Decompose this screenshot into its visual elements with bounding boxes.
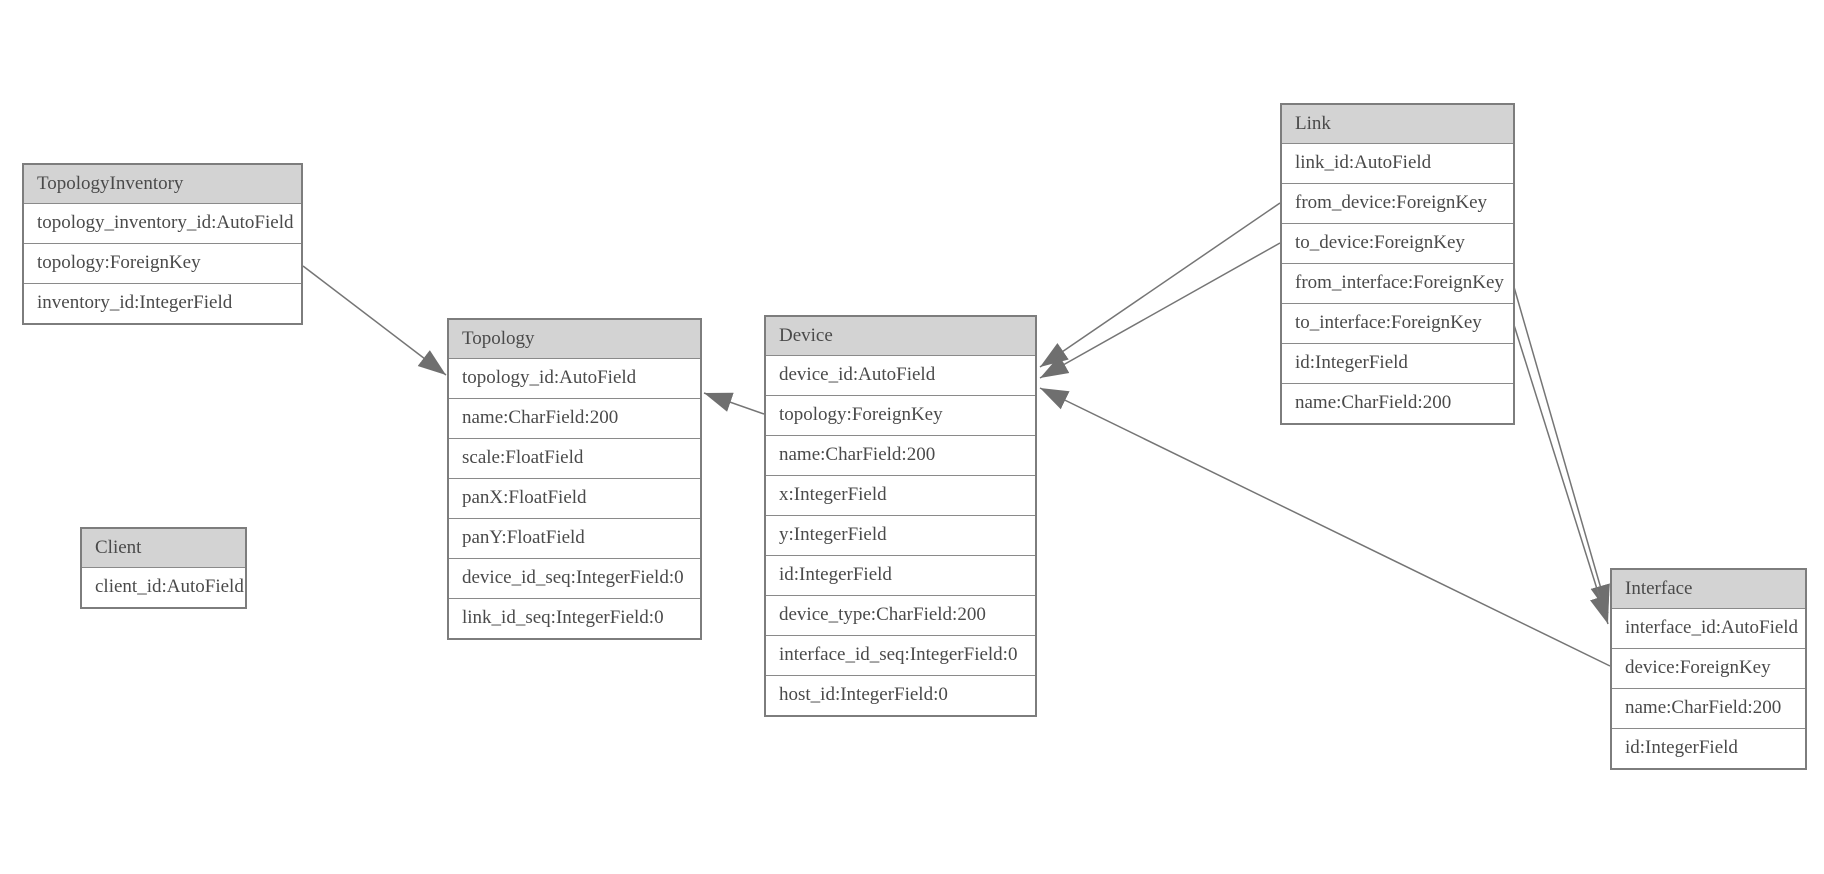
field-row: device_type:CharField:200 — [766, 595, 1035, 635]
field-row: device_id:AutoField — [766, 355, 1035, 395]
entity-topology: Topology topology_id:AutoField name:Char… — [447, 318, 702, 640]
field-row: link_id:AutoField — [1282, 143, 1513, 183]
entity-device-title: Device — [766, 317, 1035, 355]
entity-interface: Interface interface_id:AutoField device:… — [1610, 568, 1807, 770]
entity-device: Device device_id:AutoField topology:Fore… — [764, 315, 1037, 717]
entity-client: Client client_id:AutoField — [80, 527, 247, 609]
field-row: topology_inventory_id:AutoField — [24, 203, 301, 243]
field-row: from_device:ForeignKey — [1282, 183, 1513, 223]
entity-link-title: Link — [1282, 105, 1513, 143]
edge-topologyinventory-topology — [302, 265, 447, 376]
field-row: topology_id:AutoField — [449, 358, 700, 398]
field-row: id:IntegerField — [1612, 728, 1805, 768]
field-row: link_id_seq:IntegerField:0 — [449, 598, 700, 638]
field-row: to_device:ForeignKey — [1282, 223, 1513, 263]
field-row: interface_id:AutoField — [1612, 608, 1805, 648]
field-row: to_interface:ForeignKey — [1282, 303, 1513, 343]
field-row: host_id:IntegerField:0 — [766, 675, 1035, 715]
field-row: topology:ForeignKey — [24, 243, 301, 283]
edge-device-topology — [703, 392, 765, 415]
field-row: client_id:AutoField — [82, 567, 245, 607]
field-row: x:IntegerField — [766, 475, 1035, 515]
field-row: panY:FloatField — [449, 518, 700, 558]
entity-link: Link link_id:AutoField from_device:Forei… — [1280, 103, 1515, 425]
field-row: inventory_id:IntegerField — [24, 283, 301, 323]
field-row: id:IntegerField — [1282, 343, 1513, 383]
field-row: y:IntegerField — [766, 515, 1035, 555]
edge-link-from-device — [1039, 202, 1281, 368]
field-row: from_interface:ForeignKey — [1282, 263, 1513, 303]
field-row: interface_id_seq:IntegerField:0 — [766, 635, 1035, 675]
field-row: scale:FloatField — [449, 438, 700, 478]
entity-client-title: Client — [82, 529, 245, 567]
field-row: id:IntegerField — [766, 555, 1035, 595]
field-row: panX:FloatField — [449, 478, 700, 518]
edge-link-from-interface — [1513, 286, 1610, 614]
edge-link-to-interface — [1513, 324, 1610, 625]
field-row: name:CharField:200 — [1282, 383, 1513, 423]
field-row: name:CharField:200 — [1612, 688, 1805, 728]
entity-topologyinventory-title: TopologyInventory — [24, 165, 301, 203]
field-row: name:CharField:200 — [766, 435, 1035, 475]
field-row: name:CharField:200 — [449, 398, 700, 438]
entity-interface-title: Interface — [1612, 570, 1805, 608]
entity-topologyinventory: TopologyInventory topology_inventory_id:… — [22, 163, 303, 325]
edge-link-to-device — [1039, 242, 1281, 379]
field-row: device:ForeignKey — [1612, 648, 1805, 688]
field-row: topology:ForeignKey — [766, 395, 1035, 435]
field-row: device_id_seq:IntegerField:0 — [449, 558, 700, 598]
edge-interface-device — [1039, 387, 1611, 667]
entity-topology-title: Topology — [449, 320, 700, 358]
